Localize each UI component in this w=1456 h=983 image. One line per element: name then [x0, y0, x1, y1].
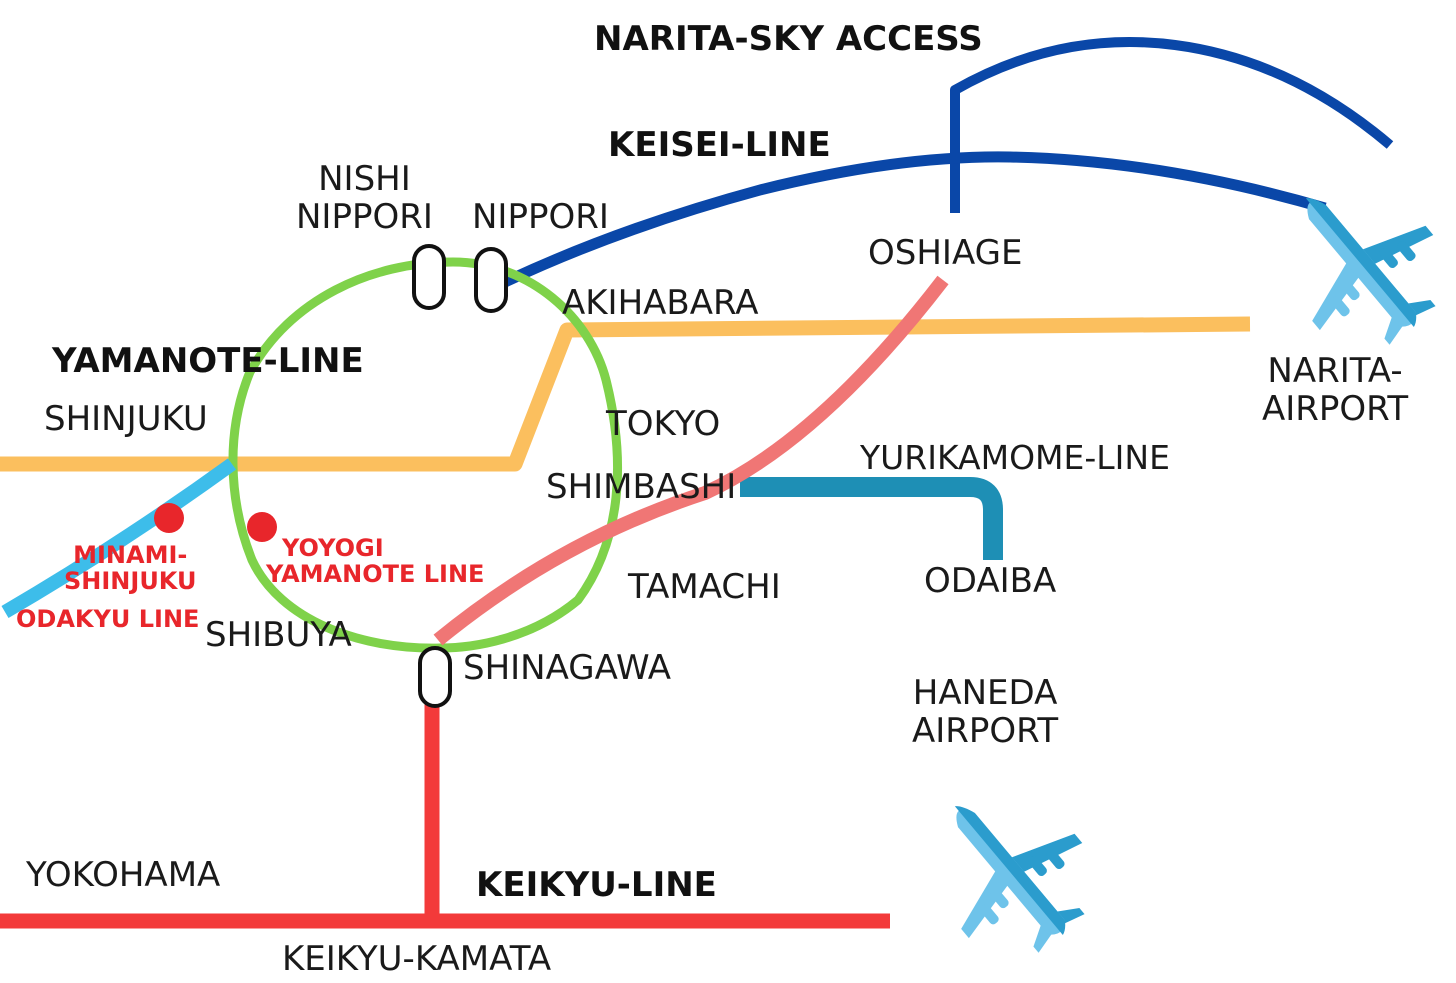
station-shibuya: SHIBUYA [205, 615, 352, 655]
odakyu-line [1, 458, 237, 619]
yoyogi-dot [247, 512, 277, 542]
nishi-nippori-marker [412, 244, 446, 310]
station-shinagawa: SHINAGAWA [463, 648, 672, 688]
station-tokyo: TOKYO [606, 404, 721, 444]
yamanote-line-loop [228, 257, 623, 653]
label-minami-shinjuku: MINAMI- SHINJUKU [64, 542, 196, 595]
label-yoyogi-line-2: YAMANOTE LINE [266, 560, 485, 589]
asakusa-line [433, 275, 949, 646]
station-shimbashi: SHIMBASHI [546, 467, 737, 507]
label-yoyogi-line-1: YOYOGI [282, 534, 384, 562]
yurikamome-line-label: YURIKAMOME-LINE [860, 438, 1170, 477]
minami-shinjuku-dot [154, 503, 184, 533]
label-yoyogi: YOYOGI YAMANOTE LINE [266, 535, 484, 588]
label-minami-shinjuku-line-1: MINAMI- [73, 541, 188, 569]
station-haneda-airport: HANEDA AIRPORT [912, 674, 1058, 750]
narita-airplane-icon [1249, 150, 1456, 375]
station-yokohama: YOKOHAMA [26, 855, 221, 895]
station-oshiage: OSHIAGE [868, 233, 1023, 273]
station-shinjuku: SHINJUKU [44, 399, 208, 439]
station-odaiba: ODAIBA [924, 561, 1057, 601]
station-nishi-nippori-line-2: NIPPORI [296, 197, 433, 238]
station-nishi-nippori-line-1: NISHI [318, 159, 411, 199]
station-keikyu-kamata: KEIKYU-KAMATA [282, 939, 552, 979]
narita-sky-access-label: NARITA-SKY ACCESS [594, 19, 983, 59]
keisei-line-label: KEISEI-LINE [608, 125, 831, 165]
station-haneda-airport-line-2: AIRPORT [912, 711, 1059, 752]
station-akihabara: AKIHABARA [562, 283, 759, 323]
nippori-marker [474, 247, 508, 313]
keikyu-line-label: KEIKYU-LINE [476, 865, 717, 905]
label-odakyu-line: ODAKYU LINE [16, 605, 200, 633]
station-narita-airport-line-1: NARITA- [1267, 351, 1403, 391]
station-haneda-airport-line-1: HANEDA [912, 673, 1058, 713]
station-nippori: NIPPORI [472, 197, 609, 237]
yurikamome-line [740, 477, 1003, 560]
label-minami-shinjuku-line-2: SHINJUKU [64, 567, 197, 596]
narita-sky-access-line [950, 37, 1394, 213]
haneda-airplane-icon [898, 758, 1120, 983]
station-narita-airport-line-2: AIRPORT [1262, 389, 1409, 430]
yamanote-line-label: YAMANOTE-LINE [52, 341, 364, 381]
station-nishi-nippori: NISHI NIPPORI [296, 160, 433, 236]
shinagawa-marker [418, 646, 452, 708]
keisei-line [502, 151, 1327, 287]
station-tamachi: TAMACHI [628, 567, 781, 607]
station-narita-airport: NARITA- AIRPORT [1262, 352, 1408, 428]
